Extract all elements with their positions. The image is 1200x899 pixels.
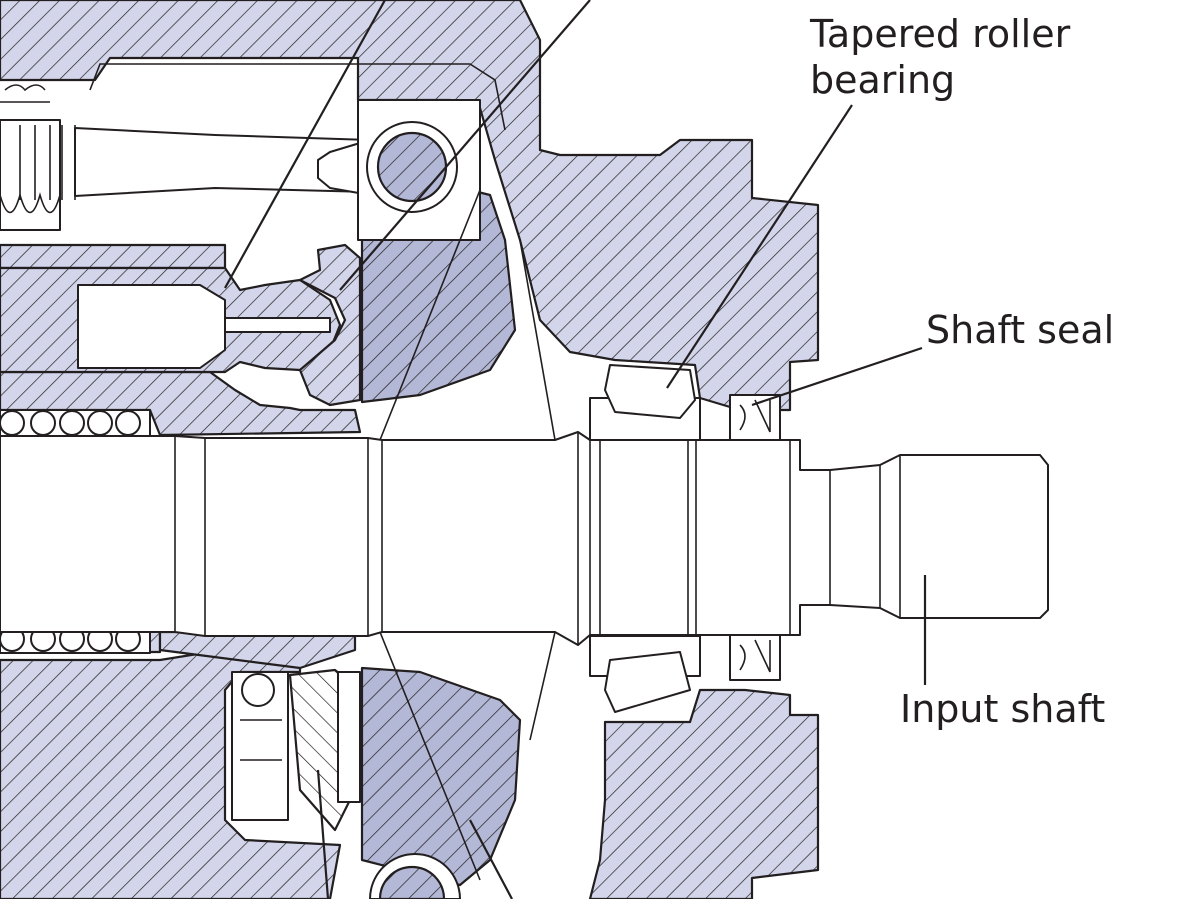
swash-retainer-lower bbox=[337, 671, 361, 803]
piston-orifice bbox=[224, 317, 331, 333]
saddle-pin-lower bbox=[378, 865, 446, 899]
label-tapered-roller-bearing-line1: Tapered roller bbox=[809, 12, 1071, 56]
leader-shaft-seal bbox=[751, 346, 923, 407]
swash-wedge-lines bbox=[379, 189, 556, 881]
main-shaft bbox=[0, 431, 1049, 646]
label-tapered-roller-bearing-line2: bearing bbox=[810, 58, 955, 102]
tapered-roller-bearing-upper bbox=[589, 364, 701, 441]
label-input-shaft: Input shaft bbox=[900, 687, 1105, 731]
spring-guide-lower bbox=[231, 671, 289, 821]
shaft-steps bbox=[174, 432, 901, 645]
coil-spring-upper bbox=[0, 409, 151, 437]
leader-tapered-roller-bearing bbox=[666, 104, 853, 389]
label-shaft-seal: Shaft seal bbox=[926, 308, 1114, 352]
leader-top-left bbox=[224, 0, 386, 289]
housing-lower-right bbox=[588, 688, 820, 899]
leader-bottom-left bbox=[316, 769, 330, 899]
shaft-seal-upper bbox=[729, 394, 781, 441]
cylinder-block-upper bbox=[0, 243, 227, 270]
piston-body bbox=[77, 284, 226, 369]
saddle-pin-upper bbox=[376, 131, 448, 203]
spring-upper bbox=[0, 84, 76, 231]
shaft-seal-lower bbox=[729, 634, 781, 681]
swashplate-lower bbox=[360, 666, 522, 887]
tapered-roller-bearing-lower bbox=[589, 635, 701, 713]
leader-bottom-center bbox=[469, 819, 513, 899]
housing-cavity-upper bbox=[89, 63, 506, 131]
leader-top-center bbox=[339, 0, 591, 291]
